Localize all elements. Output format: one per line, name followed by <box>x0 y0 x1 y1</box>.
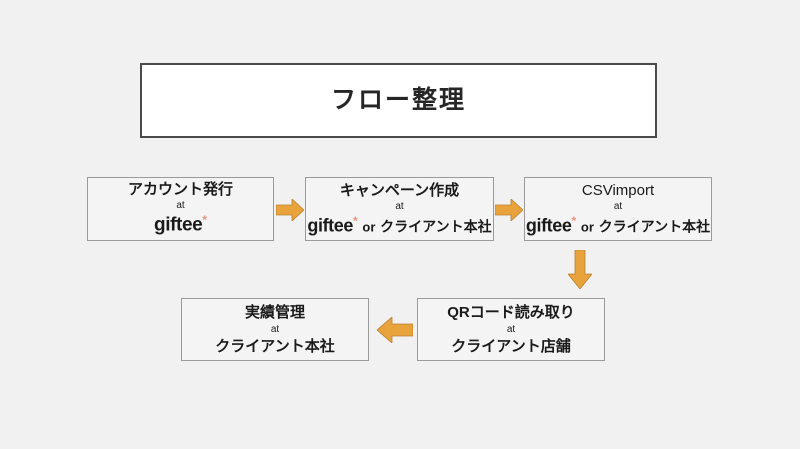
conjunction-label: or <box>362 219 376 235</box>
organization-label: クライアント本社 <box>598 218 711 235</box>
brand-asterisk-icon: * <box>353 213 358 228</box>
organization-label: クライアント店舗 <box>451 337 571 355</box>
process-box-account[interactable]: アカウント発行 at giftee* <box>87 177 274 241</box>
process-action-label: アカウント発行 <box>127 181 233 199</box>
process-at-label: at <box>395 200 404 212</box>
arrow-left-qrscan-to-result <box>377 317 413 343</box>
arrow-right-campaign-to-csvimport <box>495 199 523 221</box>
brand-asterisk-icon: * <box>571 213 577 228</box>
process-at-label: at <box>613 200 623 212</box>
process-box-qrscan[interactable]: QRコード読み取り at クライアント店舗 <box>417 298 605 361</box>
process-action-label: QRコード読み取り <box>447 304 575 322</box>
process-at-label: at <box>270 323 280 335</box>
arrow-down-csvimport-to-qrscan <box>568 250 592 289</box>
process-at-label: at <box>176 200 185 212</box>
process-location-label: クライアント店舗 <box>451 338 570 355</box>
process-box-csvimport[interactable]: CSVimport at giftee* or クライアント本社 <box>524 177 712 241</box>
conjunction-label: or <box>580 219 594 235</box>
process-action-label: CSVimport <box>581 181 655 199</box>
process-location-label: giftee* or クライアント本社 <box>525 213 711 236</box>
arrow-right-account-to-campaign <box>276 199 304 221</box>
process-action-label: キャンペーン作成 <box>339 181 460 199</box>
process-location-label: giftee* <box>154 213 207 237</box>
process-location-label: クライアント本社 <box>215 338 334 355</box>
giftee-brand-label: giftee <box>307 215 353 236</box>
slide-title-box: フロー整理 <box>140 63 657 138</box>
process-box-campaign[interactable]: キャンペーン作成 at giftee* or クライアント本社 <box>305 177 494 241</box>
organization-label: クライアント本社 <box>215 337 335 355</box>
organization-label: クライアント本社 <box>380 218 492 235</box>
brand-asterisk-icon: * <box>202 213 207 228</box>
process-at-label: at <box>506 323 516 335</box>
process-action-label: 実績管理 <box>244 304 305 322</box>
process-box-result[interactable]: 実績管理 at クライアント本社 <box>181 298 369 361</box>
page-title: フロー整理 <box>330 86 466 114</box>
giftee-brand-label: giftee <box>525 215 572 236</box>
process-location-label: giftee* or クライアント本社 <box>307 213 492 236</box>
giftee-brand-label: giftee <box>154 215 203 237</box>
